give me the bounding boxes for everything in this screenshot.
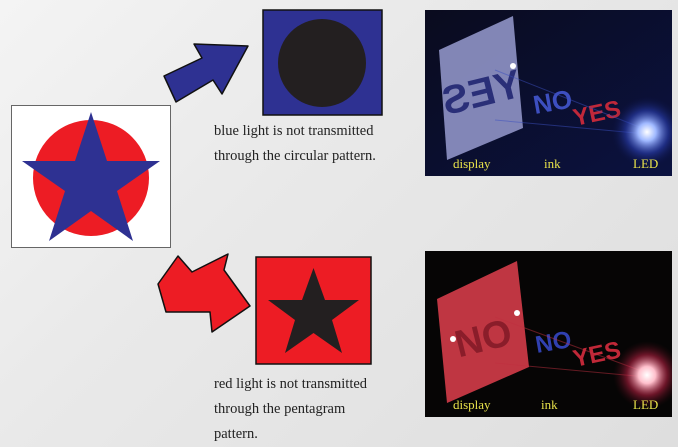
photo-red-led: NO NO YES display ink LED (425, 251, 672, 417)
label-ink: ink (544, 156, 561, 172)
red-caption: red light is not transmitted through the… (214, 372, 424, 447)
label-display: display (453, 397, 491, 413)
label-led: LED (633, 397, 658, 413)
blue-light-result (262, 9, 383, 116)
red-light-result (255, 256, 372, 365)
blue-caption: blue light is not transmitted through th… (214, 119, 424, 169)
arrow-to-blue-filter (158, 32, 258, 112)
label-display: display (453, 156, 491, 172)
arrow-to-red-filter (150, 250, 260, 335)
photo-blue-led: YES NO YES display ink LED (425, 10, 672, 176)
label-ink: ink (541, 397, 558, 413)
label-led: LED (633, 156, 658, 172)
dark-circle (278, 19, 366, 107)
combined-pattern-card (11, 105, 171, 248)
